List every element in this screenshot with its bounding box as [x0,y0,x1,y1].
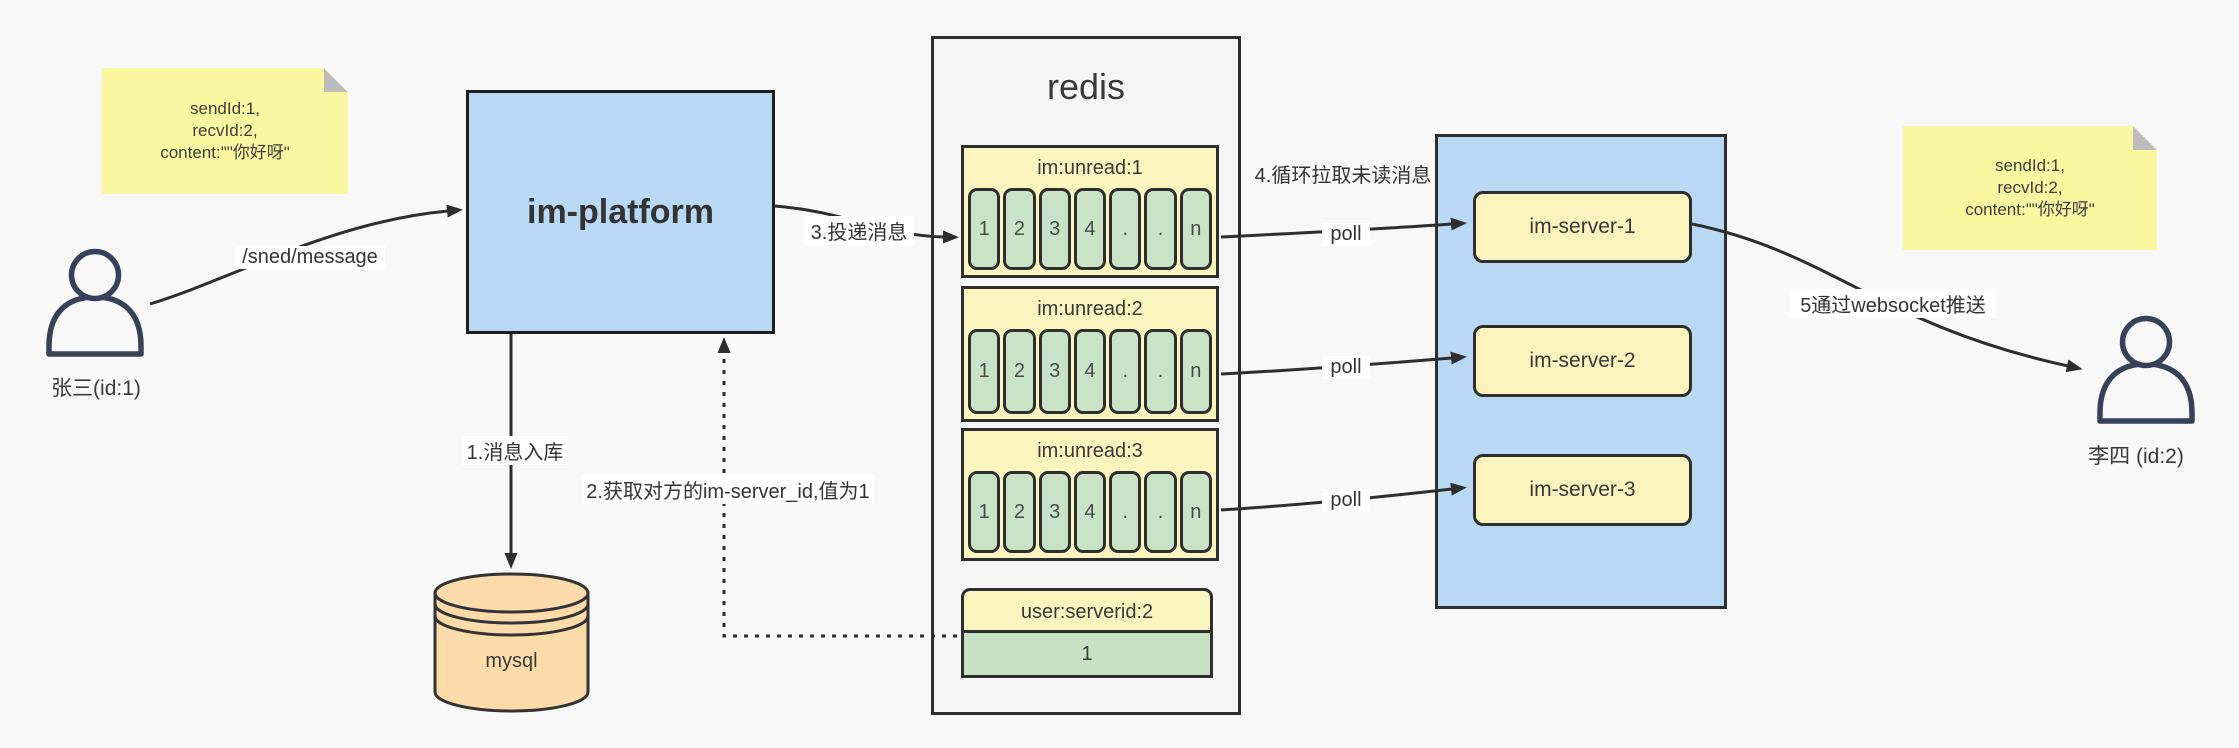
kv-value: 1 [961,633,1213,678]
kv-key: user:serverid:2 [961,588,1213,633]
list-cell: 2 [1003,471,1036,553]
edge-label-step3: 3.投递消息 [804,216,914,245]
im-server-1-label: im-server-1 [1529,215,1636,238]
note-line: content:""你好呀" [160,143,290,162]
list-cell: 2 [1003,188,1036,270]
redis-list-unread-3: im:unread:3 1 2 3 4 . . n [961,428,1219,561]
sticky-note-right: sendId:1, recvId:2, content:""你好呀" [1903,126,2157,250]
redis-list-unread-2: im:unread:2 1 2 3 4 . . n [961,286,1219,422]
list-cell: 4 [1073,188,1107,270]
redis-list-cells: 1 2 3 4 . . n [968,188,1212,270]
mysql-label: mysql [485,650,538,672]
redis-list-name: im:unread:2 [1037,298,1143,320]
im-server-3-label: im-server-3 [1529,478,1636,501]
list-cell: . [1144,188,1177,270]
list-cell: . [1144,471,1177,553]
edge-label-step5: 5通过websocket推送 [1790,289,1996,318]
redis-list-name: im:unread:1 [1037,157,1143,179]
im-server-1-box: im-server-1 [1473,191,1692,263]
edge-label-poll-1: poll [1322,223,1370,246]
edge-label-poll-2: poll [1322,356,1370,379]
list-cell: n [1179,471,1212,553]
list-cell: 4 [1073,471,1107,553]
list-cell: 1 [968,471,1001,553]
redis-list-unread-1: im:unread:1 1 2 3 4 . . n [961,145,1219,278]
list-cell: 2 [1003,329,1036,414]
note-line: content:""你好呀" [1965,200,2095,219]
redis-list-cells: 1 2 3 4 . . n [968,471,1212,553]
im-server-2-label: im-server-2 [1529,349,1636,372]
list-cell: . [1109,471,1142,553]
mysql-cylinder [433,572,590,713]
note-line: sendId:1, [190,99,260,118]
note-fold-icon [2133,126,2157,150]
receiver-label: 李四 (id:2) [2088,445,2184,468]
im-server-cluster: im-server-1 im-server-2 im-server-3 [1435,134,1727,609]
sticky-note-left: sendId:1, recvId:2, content:""你好呀" [102,68,348,194]
edge-label-step1: 1.消息入库 [462,436,568,465]
sender-person-icon [46,248,144,357]
im-platform-label: im-platform [527,192,714,231]
list-cell: 3 [1038,471,1071,553]
list-cell: 4 [1073,329,1107,414]
list-cell: . [1109,329,1142,414]
note-line: recvId:2, [192,121,258,140]
edge-label-step4: 4.循环拉取未读消息 [1254,165,1432,187]
redis-kv-user-serverid: user:serverid:2 1 [961,588,1213,678]
edge-label-send-api: /sned/message [235,246,385,269]
im-server-3-box: im-server-3 [1473,454,1692,526]
redis-list-name: im:unread:3 [1037,440,1143,462]
edge-label-step2: 2.获取对方的im-server_id,值为1 [582,475,874,504]
list-cell: 3 [1038,188,1071,270]
note-line: recvId:2, [1997,178,2063,197]
redis-list-cells: 1 2 3 4 . . n [968,329,1212,414]
note-fold-icon [324,68,348,92]
list-cell: 1 [968,329,1001,414]
list-cell: . [1109,188,1142,270]
list-cell: 3 [1038,329,1071,414]
receiver-person-icon [2097,315,2195,424]
list-cell: . [1144,329,1177,414]
im-server-2-box: im-server-2 [1473,325,1692,397]
edge-label-poll-3: poll [1322,489,1370,512]
list-cell: n [1179,329,1212,414]
note-line: sendId:1, [1995,156,2065,175]
list-cell: n [1179,188,1212,270]
sender-label: 张三(id:1) [51,377,141,400]
im-platform-box: im-platform [466,90,775,334]
redis-title: redis [1046,66,1126,107]
list-cell: 1 [968,188,1001,270]
